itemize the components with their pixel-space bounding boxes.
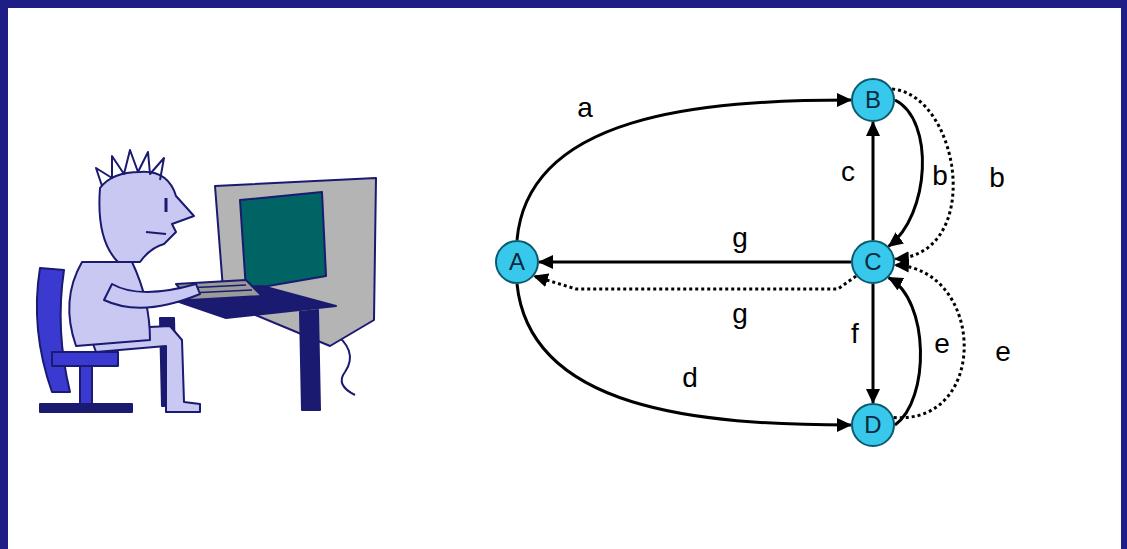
transition-arrow xyxy=(539,261,851,264)
state-circle: B xyxy=(851,78,895,122)
dotted-transition-arrow xyxy=(892,89,953,259)
state-circle: A xyxy=(495,240,539,284)
edge-label: b xyxy=(987,164,1007,192)
edge-label: a xyxy=(575,94,595,122)
dotted-transition-arrow xyxy=(894,265,964,418)
edge-label: d xyxy=(680,364,700,392)
transition-arrow xyxy=(872,284,875,403)
state-circle: C xyxy=(851,240,895,284)
edge-label: c xyxy=(839,158,857,186)
transition-arrow xyxy=(517,100,851,240)
transition-arrow xyxy=(889,278,921,425)
edge-label: f xyxy=(849,320,861,348)
transition-arrow xyxy=(872,122,875,240)
frame-bar xyxy=(1121,0,1127,549)
dotted-transition-arrow xyxy=(534,276,856,289)
edge-label: b xyxy=(930,162,950,190)
transition-arrow xyxy=(517,284,851,425)
node-letter: D xyxy=(864,413,881,437)
person-at-computer xyxy=(37,150,376,412)
edge-label: g xyxy=(730,224,750,252)
edge-label: e xyxy=(993,338,1013,366)
node-letter: C xyxy=(864,250,881,274)
node-letter: A xyxy=(509,250,525,274)
transition-arrow xyxy=(889,100,923,246)
edge-label: e xyxy=(932,330,952,358)
node-letter: B xyxy=(865,88,881,112)
frame-bar xyxy=(0,0,1127,8)
state-circle: D xyxy=(851,403,895,447)
frame-bar xyxy=(0,0,8,549)
edge-label: g xyxy=(730,300,750,328)
